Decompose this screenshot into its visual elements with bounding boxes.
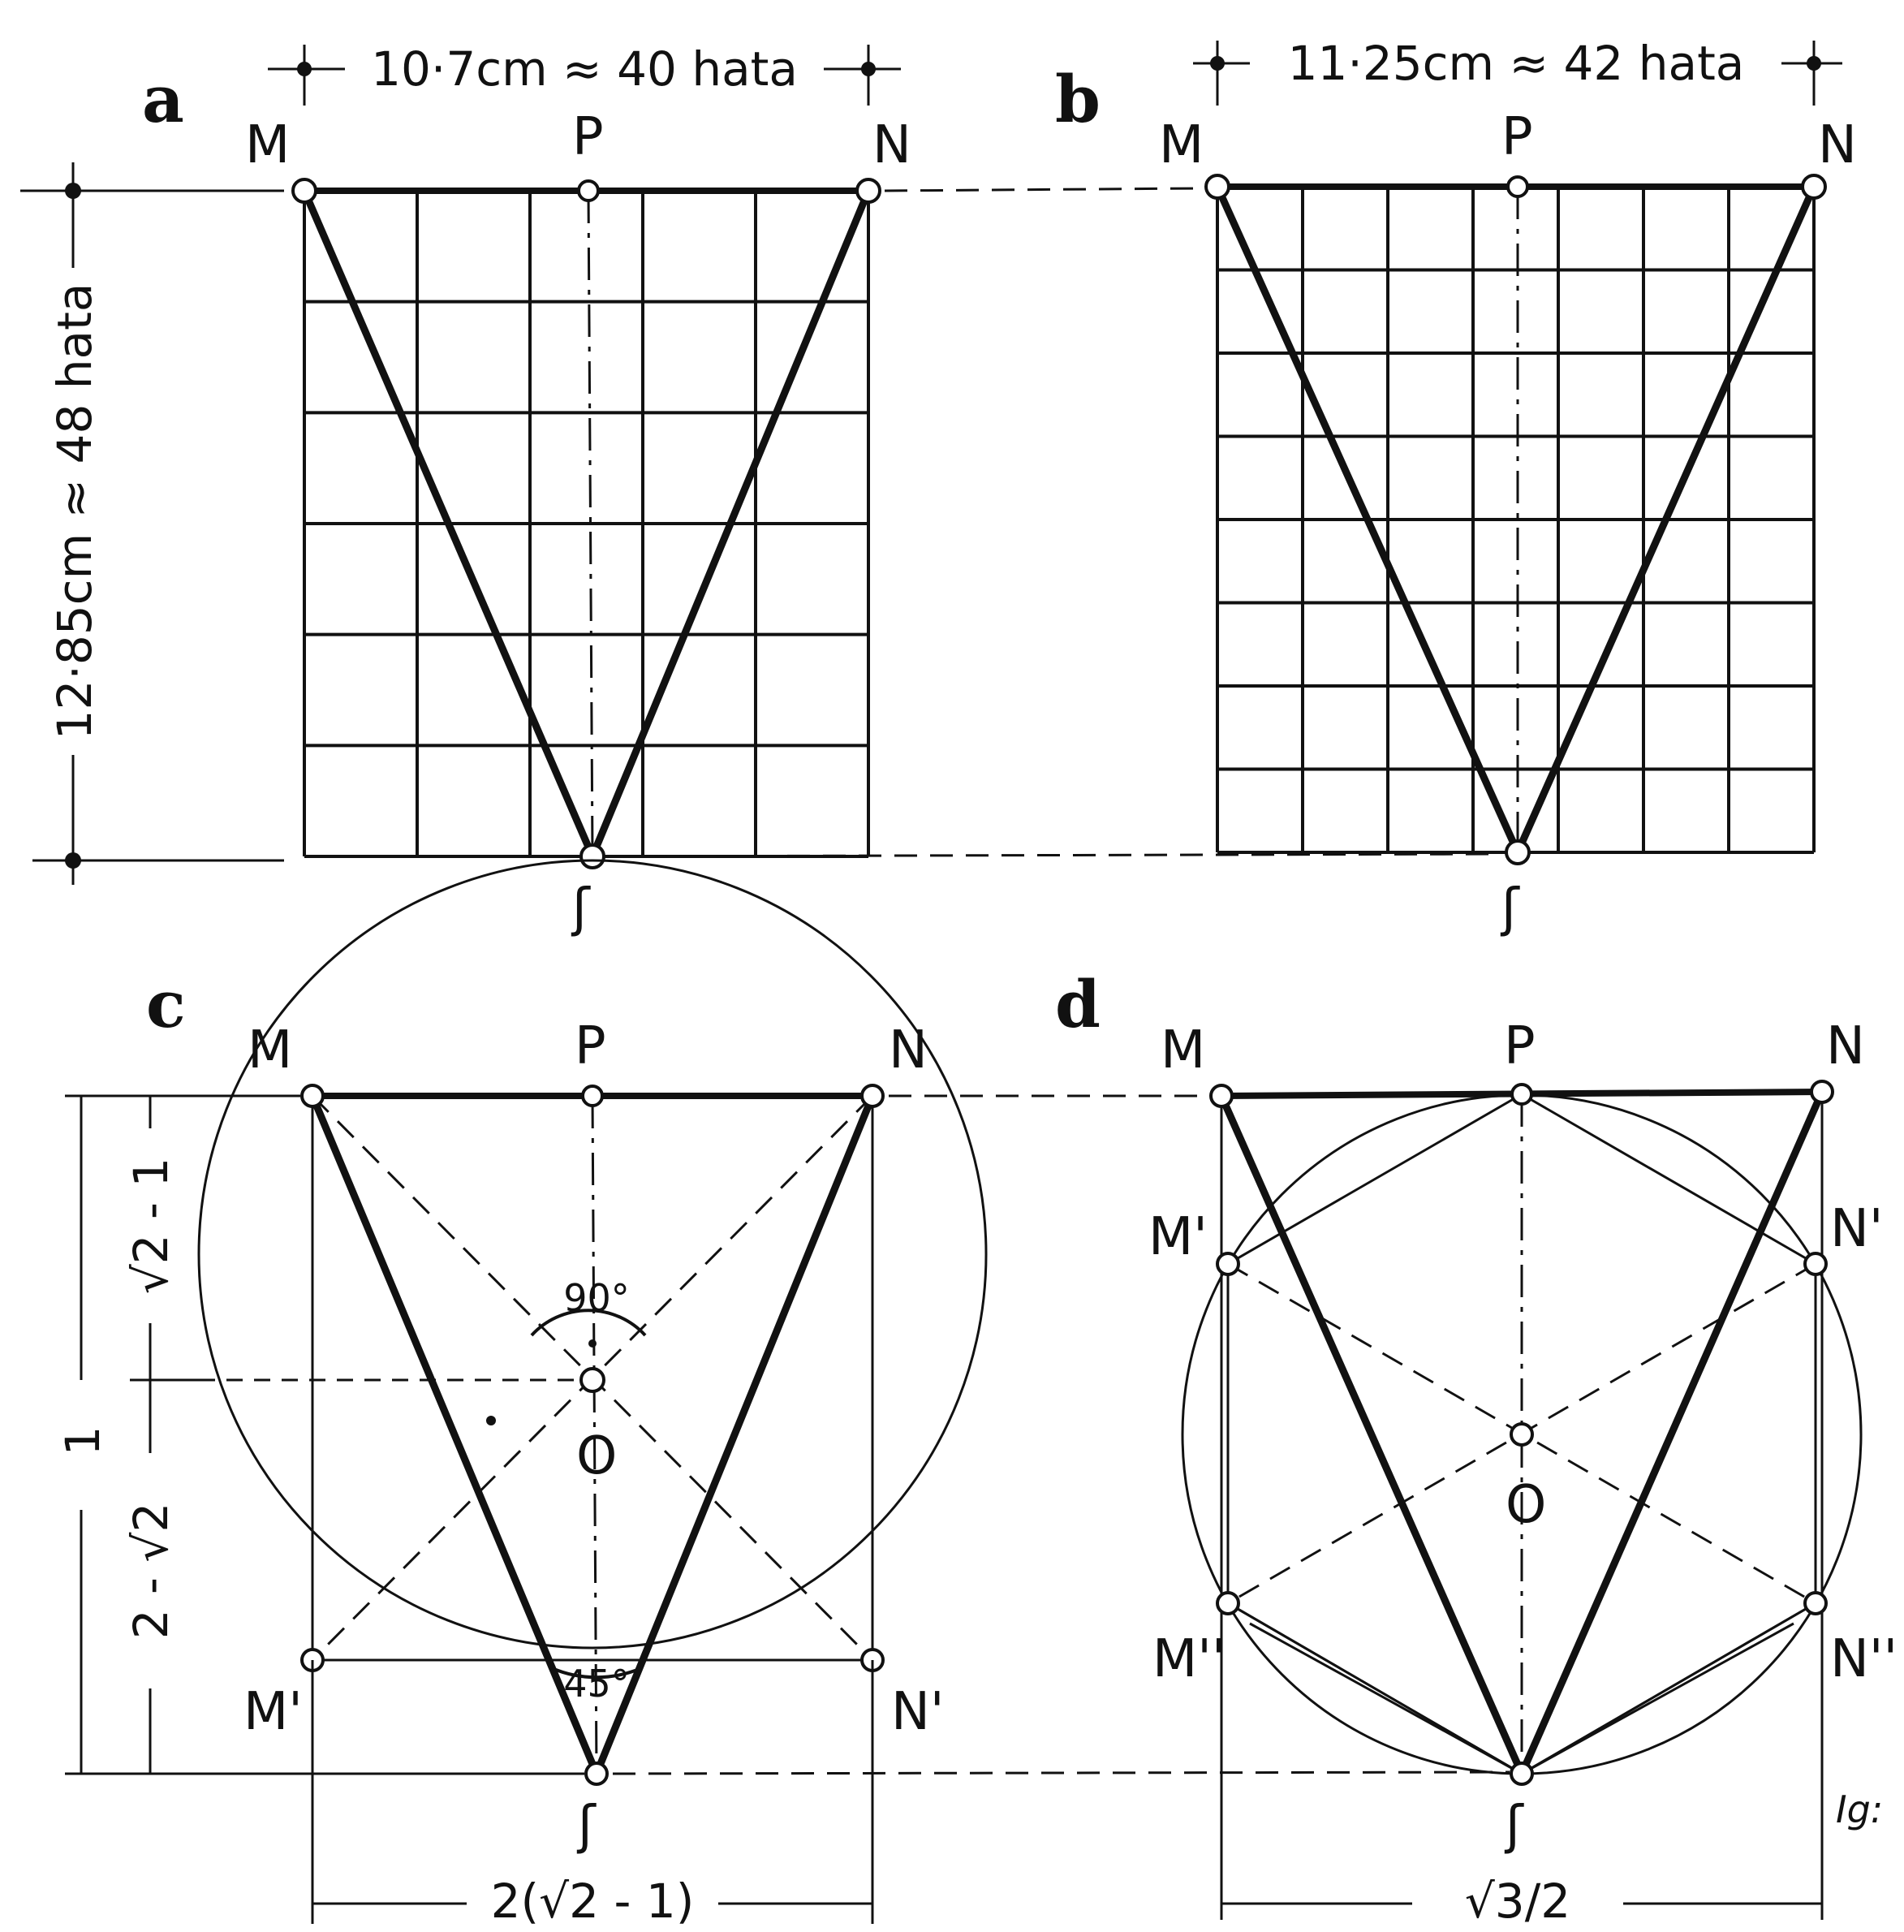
panel-d-label-m1: M' xyxy=(1148,1207,1208,1267)
panel-b-point-s xyxy=(1505,839,1531,865)
panel-d: d M P N M' N' O xyxy=(1055,966,1898,1929)
panel-d-point-n1 xyxy=(1803,1252,1828,1276)
panel-c-label-n: N xyxy=(889,1020,928,1080)
panel-b-label-m: M xyxy=(1159,115,1204,175)
panel-d-triangle-right xyxy=(1518,1090,1826,1775)
panel-d-point-n xyxy=(1810,1080,1834,1104)
panel-c-angle-bottom-label: 45° xyxy=(563,1662,630,1706)
panel-c-label-m: M xyxy=(248,1020,292,1080)
panel-d-label-n: N xyxy=(1826,1016,1865,1076)
panel-a-axis xyxy=(587,190,594,857)
panel-a-label-p: P xyxy=(572,107,604,167)
panel-c-triangle-left xyxy=(308,1094,601,1775)
panel-d-label-s: ʃ xyxy=(1504,1796,1524,1856)
panel-d-label-n1: N' xyxy=(1830,1199,1883,1259)
panel-a-point-n xyxy=(855,178,881,204)
panel-d-label-m: M xyxy=(1161,1020,1205,1080)
panel-c-angle-arc-top xyxy=(530,1309,647,1337)
panel-d-label-m2: M'' xyxy=(1152,1629,1226,1689)
panel-c-triangle-right xyxy=(592,1094,877,1775)
panel-b-grid xyxy=(1216,185,1816,854)
signature: Ig: xyxy=(1836,1788,1883,1831)
panel-d-letter: d xyxy=(1055,966,1101,1042)
panel-a-grid xyxy=(303,189,870,858)
panel-a-left-side xyxy=(300,189,597,858)
panel-b: b M P N ʃ 11·25cm ≈ 42 hata xyxy=(1055,24,1857,938)
panel-b-label-s: ʃ xyxy=(1500,878,1520,938)
panel-d-point-m2 xyxy=(1216,1591,1240,1615)
panel-c-point-p xyxy=(581,1085,604,1107)
panel-c-dimension-total-label: 1 xyxy=(55,1426,110,1456)
panel-a-point-p xyxy=(577,179,600,202)
panel-c-label-p: P xyxy=(575,1016,606,1076)
panel-c-point-s xyxy=(584,1762,609,1786)
panel-b-label-p: P xyxy=(1501,107,1533,167)
panel-b-left-side xyxy=(1213,185,1522,854)
panel-d-point-p xyxy=(1510,1083,1533,1106)
panel-d-point-m1 xyxy=(1216,1252,1240,1276)
panel-a-width-label: 10·7cm ≈ 40 hata xyxy=(371,41,798,97)
panel-c-letter: c xyxy=(146,966,186,1042)
panel-a-letter: a xyxy=(142,61,184,137)
panel-d-point-s xyxy=(1510,1762,1534,1786)
panel-b-point-n xyxy=(1801,174,1827,200)
panel-b-label-n: N xyxy=(1818,115,1857,175)
panel-c-circle xyxy=(197,859,988,1650)
panel-c-label-s: ʃ xyxy=(576,1796,597,1856)
panel-d-bottom-dimension-label: √3/2 xyxy=(1465,1874,1570,1929)
panel-c-bottom-dimension-label: 2(√2 - 1) xyxy=(491,1874,695,1929)
panel-c-point-o xyxy=(579,1367,605,1393)
panel-b-point-p xyxy=(1506,175,1529,198)
panel-d-label-o: O xyxy=(1506,1475,1546,1535)
panel-d-label-p: P xyxy=(1504,1016,1536,1076)
panel-b-right-side xyxy=(1514,185,1818,854)
panel-c-point-m xyxy=(300,1084,325,1108)
panel-a: a M P N ʃ 10·7cm ≈ 40 hata 1 xyxy=(20,32,911,938)
panel-a-label-s: ʃ xyxy=(571,878,591,938)
panel-d-triangle-left xyxy=(1217,1094,1526,1775)
panel-d-label-n2: N'' xyxy=(1830,1629,1898,1689)
panel-b-width-label: 11·25cm ≈ 42 hata xyxy=(1288,36,1745,91)
panel-a-label-n: N xyxy=(872,115,911,175)
panel-c: c 90° 45° M P N O xyxy=(49,859,988,1929)
panel-c-angle-top-label: 90° xyxy=(563,1276,630,1320)
panel-c-dimension-upper-label: √2 - 1 xyxy=(123,1158,179,1295)
panel-c-point-n xyxy=(860,1084,885,1108)
panel-a-label-m: M xyxy=(245,115,290,175)
panel-c-angle-arc-bottom xyxy=(551,1667,642,1680)
panel-d-point-m xyxy=(1209,1084,1234,1108)
connector-bottom-cd xyxy=(612,1770,1510,1775)
panel-a-point-m xyxy=(291,178,317,204)
panel-b-point-m xyxy=(1204,174,1230,200)
panel-a-height-label: 12·85cm ≈ 48 hata xyxy=(47,283,102,740)
panel-d-point-n2 xyxy=(1803,1591,1828,1615)
panel-a-right-side xyxy=(588,189,872,858)
panel-c-label-n1: N' xyxy=(891,1682,944,1742)
panel-c-dimension-lower-label: 2 - √2 xyxy=(123,1503,179,1640)
panel-a-point-s xyxy=(579,843,605,869)
panel-d-point-o xyxy=(1510,1422,1534,1447)
connector-bottom-ab xyxy=(608,852,1502,858)
connector-top-ab xyxy=(884,187,1202,192)
panel-c-label-m1: M' xyxy=(243,1682,303,1742)
panel-b-letter: b xyxy=(1055,61,1101,137)
panel-c-label-o: O xyxy=(576,1426,617,1486)
